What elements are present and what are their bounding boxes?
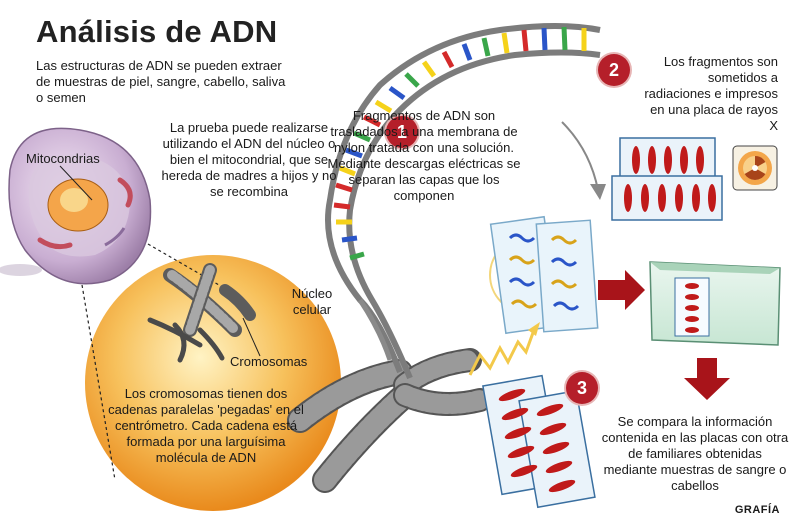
- test-note: La prueba puede realizarse utilizando el…: [161, 120, 337, 199]
- chromosome-note: Los cromosomas tienen dos cadenas parale…: [108, 386, 304, 465]
- zoom-line: [95, 213, 246, 301]
- membrane-plates: [489, 215, 599, 335]
- step-3-badge: 3: [566, 372, 598, 404]
- arrow-head-icon: [590, 184, 606, 200]
- arrow-down-icon: [684, 358, 730, 400]
- process-arrow: [561, 121, 599, 191]
- intro-text: Las estructuras de ADN se pueden extraer…: [36, 58, 286, 105]
- arrow-right-icon: [598, 270, 645, 310]
- comparison-plates: [482, 374, 596, 509]
- credit: GRAFÍA: [734, 504, 780, 516]
- page-title: Análisis de ADN: [36, 14, 278, 49]
- step-3-text: Se compara la información contenida en l…: [601, 414, 789, 493]
- xray-plates: [611, 137, 723, 221]
- step-1-text: Fragmentos de ADN son trasladados a una …: [327, 108, 521, 203]
- label-nucleo: Núcleo celular: [291, 286, 333, 317]
- development-tray: [649, 261, 781, 346]
- dna-strand: [325, 23, 601, 380]
- lightning-tip: [528, 322, 540, 336]
- label-cromosomas: Cromosomas: [230, 354, 308, 369]
- large-chromosome: [287, 348, 492, 493]
- label-mitocondrias: Mitocondrias: [26, 151, 100, 166]
- step-2-text: Los fragmentos son sometidos a radiacion…: [644, 54, 778, 133]
- lightning-icon: [468, 329, 536, 376]
- step-1-badge: 1: [386, 116, 418, 148]
- cell-illustration: [0, 127, 152, 285]
- chromosomes: [147, 263, 261, 363]
- radiation-icon: [732, 145, 778, 191]
- step-2-badge: 2: [598, 54, 630, 86]
